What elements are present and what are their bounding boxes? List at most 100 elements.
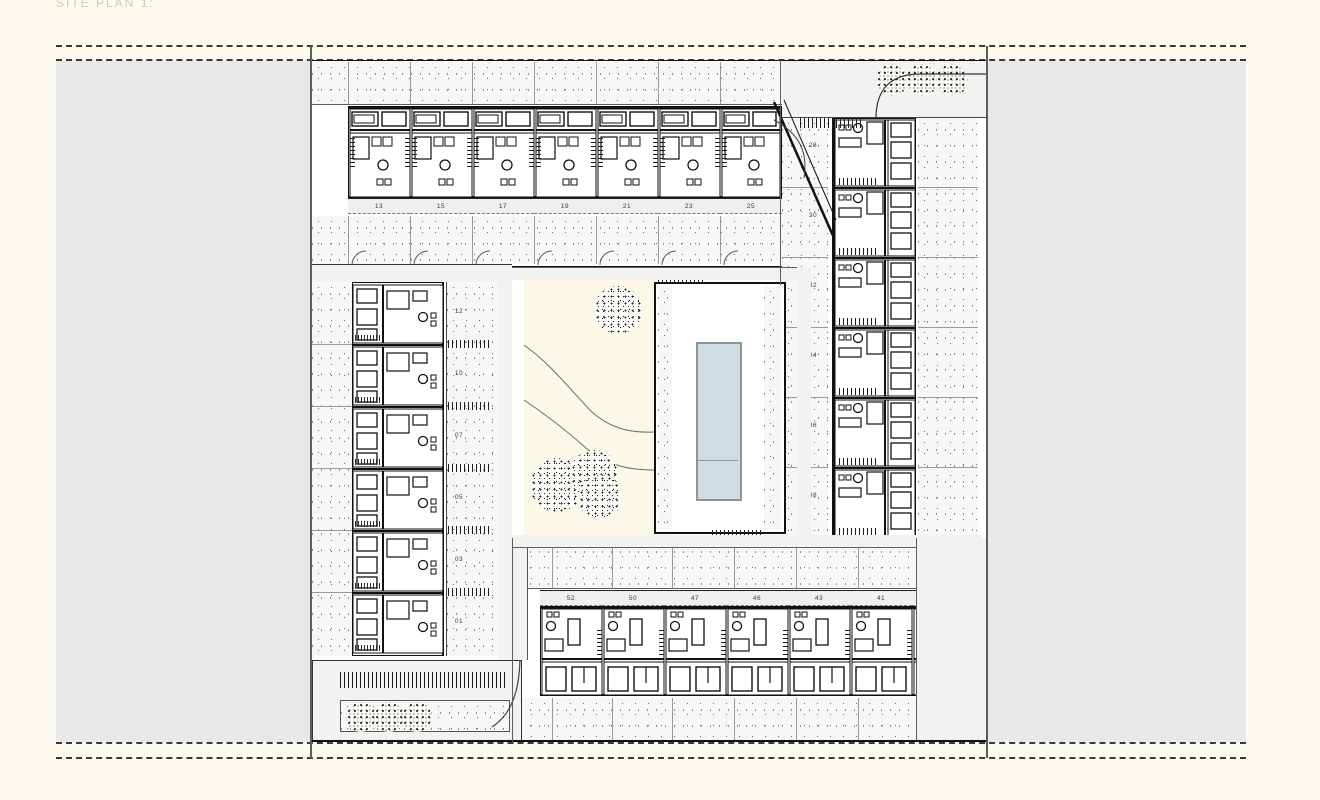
terrace-wall [782,187,828,188]
unit-plan[interactable] [834,119,916,187]
unit-plan[interactable] [603,608,665,696]
pool-step-line [696,460,738,461]
northeast-tree-row [876,62,976,98]
northwest-connector [312,264,512,282]
party-wall [410,62,411,104]
party-wall [472,216,473,264]
gate-hatch [448,340,492,348]
context-block-west [56,60,310,742]
party-wall [472,62,473,104]
garden-wall [312,468,352,469]
site-boundary-south-inner [56,757,1246,759]
courtyard-tree-south-c [578,475,622,519]
party-wall [352,406,444,408]
party-wall [352,468,444,470]
unit-plan[interactable] [541,608,603,696]
unit-plan[interactable] [789,608,851,696]
unit-number-cell: 17 [472,198,534,214]
deck-gate-south [712,530,762,538]
unit-plan[interactable] [352,594,444,654]
unit-number: 41 [876,594,886,602]
unit-plan[interactable] [349,108,411,198]
party-wall [672,698,673,740]
party-wall [858,540,859,588]
site-boundary-north-outer [56,45,1246,47]
circulation-path-north [512,268,797,280]
unit-number-cell: 30 [800,208,826,222]
unit-plan[interactable] [411,108,473,198]
unit-number-cell: 21 [596,198,658,214]
site-edge-east [986,46,988,758]
party-wall [834,187,916,189]
context-block-east [988,60,1246,742]
unit-plan[interactable] [834,259,916,327]
south-rear-gardens [512,540,982,588]
south-row-west-end [512,538,513,742]
unit-number-cell: 36 [800,418,826,432]
party-wall [720,216,721,264]
unit-number: 43 [814,594,824,602]
garden-wall [312,592,352,593]
unit-plan[interactable] [834,469,916,537]
unit-number: 36 [808,421,818,429]
unit-plan[interactable] [721,108,781,198]
lane-edge [916,538,917,742]
unit-number-cell: 46 [726,590,788,606]
unit-number-cell: 13 [348,198,410,214]
unit-number-cell: 01 [446,614,472,628]
unit-number: 52 [566,594,576,602]
garden-wall [918,467,978,468]
unit-plan[interactable] [352,532,444,592]
unit-number-cell: 07 [446,428,472,442]
unit-number: 30 [808,211,818,219]
unit-number: 07 [454,431,464,439]
gate-hatch [448,402,492,410]
party-wall [612,698,613,740]
unit-plan[interactable] [834,329,916,397]
sheet-title: SITE PLAN 1: [56,0,155,10]
unit-plan[interactable] [352,408,444,468]
south-building-wall-top [540,606,974,608]
unit-plan[interactable] [352,346,444,406]
unit-plan[interactable] [851,608,913,696]
garden-wall [918,257,978,258]
swimming-pool [696,342,742,501]
unit-plan[interactable] [665,608,727,696]
unit-number-cell: 28 [800,138,826,152]
party-wall [834,397,916,399]
party-wall [612,540,613,588]
gate-hatch [448,526,492,534]
party-wall [834,257,916,259]
tree [936,64,968,96]
unit-plan[interactable] [352,284,444,344]
unit-plan[interactable] [597,108,659,198]
unit-plan[interactable] [352,470,444,530]
site-wall-north [312,60,986,61]
party-wall [858,698,859,740]
party-wall [672,540,673,588]
garden-wall [918,187,978,188]
south-rear-wall [512,588,982,589]
unit-number-cell: 38 [800,488,826,502]
path-edge [512,267,797,268]
party-wall [796,540,797,588]
unit-number: 10 [454,369,464,377]
unit-number-cell: 41 [850,590,912,606]
unit-plan[interactable] [834,189,916,257]
unit-plan[interactable] [727,608,789,696]
garden-wall [312,344,352,345]
entry-curve [780,60,986,119]
tree [346,702,376,732]
party-wall [596,216,597,264]
unit-plan[interactable] [535,108,597,198]
unit-number: 17 [498,202,508,210]
party-wall [552,540,553,588]
unit-plan[interactable] [473,108,535,198]
north-front-gardens [312,216,782,264]
party-wall [720,62,721,104]
terrace-wall [782,257,828,258]
unit-plan[interactable] [834,399,916,467]
west-rear-gardens [312,282,352,656]
unit-number: 28 [808,141,818,149]
unit-plan[interactable] [659,108,721,198]
